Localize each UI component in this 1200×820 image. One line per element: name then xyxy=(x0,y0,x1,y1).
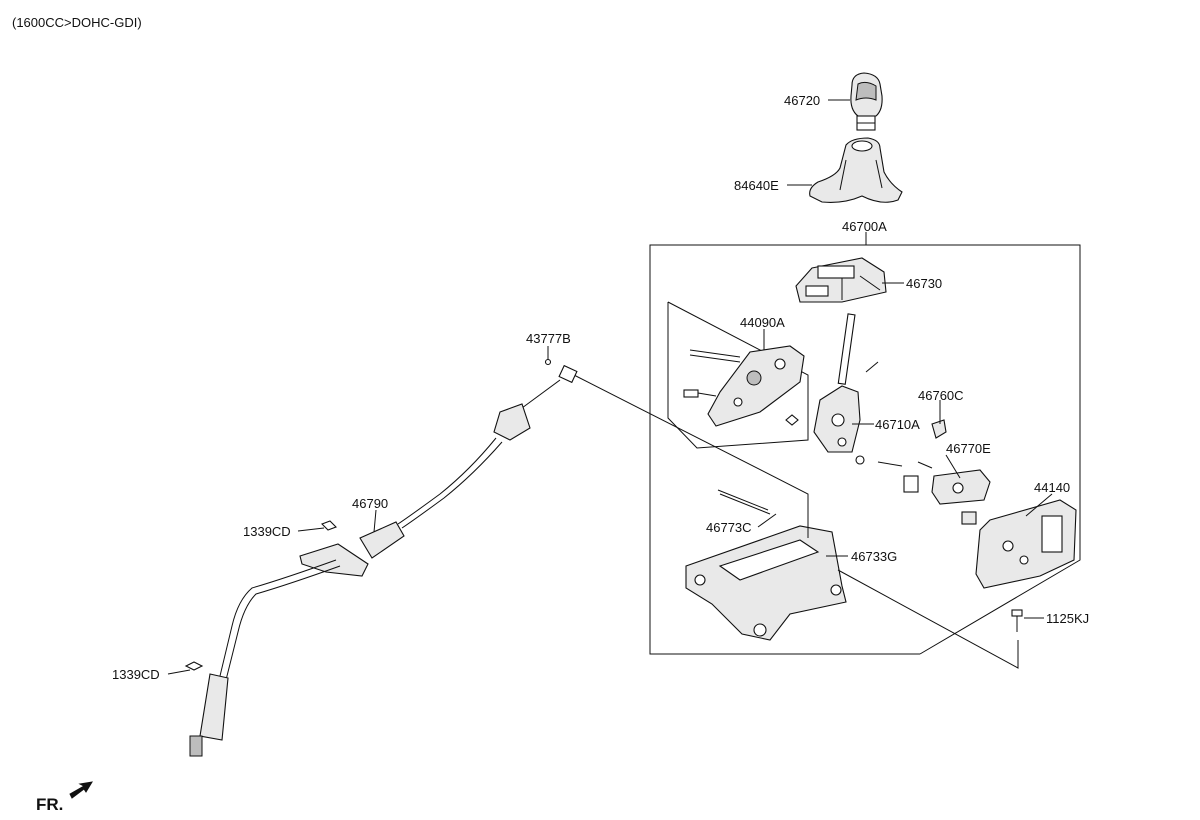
assembly-frame xyxy=(649,244,1081,655)
bolt-1125KJ xyxy=(1011,609,1023,632)
leader-1339CD-lower xyxy=(167,669,191,675)
callout-46770E: 46770E xyxy=(946,441,991,456)
callout-44090A: 44090A xyxy=(740,315,785,330)
callout-46730: 46730 xyxy=(906,276,942,291)
connector-base-to-bolt xyxy=(837,569,1019,669)
engine-variant-header: (1600CC>DOHC-GDI) xyxy=(12,15,142,30)
callout-46733G: 46733G xyxy=(851,549,897,564)
leader-46790 xyxy=(373,509,377,533)
front-orientation-label: FR. xyxy=(36,795,63,814)
callout-46760C: 46760C xyxy=(918,388,964,403)
callout-1125KJ: 1125KJ xyxy=(1046,611,1089,626)
leader-46773C xyxy=(757,513,777,528)
shift-indicator xyxy=(795,257,887,303)
callout-46720: 46720 xyxy=(784,93,820,108)
callout-46790: 46790 xyxy=(352,496,388,511)
callout-84640E: 84640E xyxy=(734,178,779,193)
callout-1339CD-upper: 1339CD xyxy=(243,524,291,539)
bracket-44090A xyxy=(683,345,805,427)
callout-46773C: 46773C xyxy=(706,520,752,535)
gear-knob xyxy=(850,72,883,131)
callout-44140: 44140 xyxy=(1034,480,1070,495)
rod-46773C xyxy=(717,489,769,511)
front-arrow-icon xyxy=(69,781,93,799)
leader-1339CD-upper xyxy=(297,527,325,532)
leader-44140 xyxy=(1025,493,1053,517)
leader-46770E xyxy=(945,454,961,479)
callout-1339CD-lower: 1339CD xyxy=(112,667,160,682)
shift-boot xyxy=(809,137,903,203)
module-44140 xyxy=(975,499,1077,589)
bracket-46770E xyxy=(877,461,991,525)
pin-43777B xyxy=(544,346,552,366)
connector-cable-to-base xyxy=(571,373,809,538)
shift-lever xyxy=(785,313,879,465)
callout-46700A: 46700A xyxy=(842,219,887,234)
base-46733G xyxy=(685,489,847,641)
callout-43777B: 43777B xyxy=(526,331,571,346)
clip-46760C xyxy=(931,410,947,439)
shift-cable xyxy=(184,364,578,757)
callout-46710A: 46710A xyxy=(875,417,920,432)
